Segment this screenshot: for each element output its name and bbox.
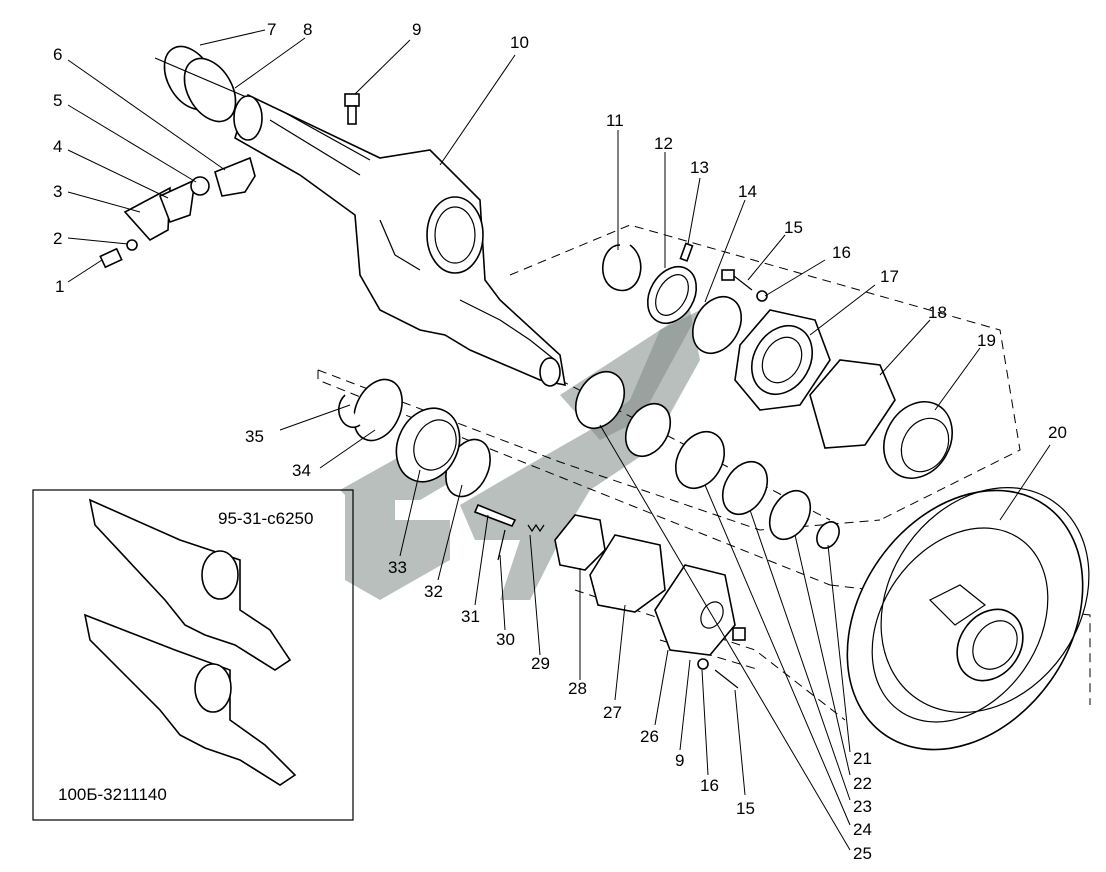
label-12: 12 xyxy=(654,134,673,153)
label-16: 16 xyxy=(832,243,851,262)
label-15-bottom: 15 xyxy=(736,799,755,818)
label-32: 32 xyxy=(424,582,443,601)
label-4: 4 xyxy=(53,137,62,156)
small-parts-29-31 xyxy=(473,503,545,561)
label-22: 22 xyxy=(853,774,872,793)
label-17: 17 xyxy=(880,267,899,286)
label-26: 26 xyxy=(640,727,659,746)
label-13: 13 xyxy=(690,158,709,177)
gasket-14 xyxy=(691,295,743,355)
label-20: 20 xyxy=(1048,423,1067,442)
label-11: 11 xyxy=(606,111,624,130)
seal-12 xyxy=(646,265,698,325)
inset-label-top: 95-31-с6250 xyxy=(218,509,313,528)
bolt-9-top xyxy=(344,93,360,125)
label-18: 18 xyxy=(928,303,947,322)
inset-box xyxy=(32,489,354,821)
hub-20 xyxy=(846,487,1090,751)
bolt-15-16-top xyxy=(721,269,768,302)
rings-21-25 xyxy=(574,370,840,549)
label-19: 19 xyxy=(977,331,996,350)
ring-11 xyxy=(602,244,642,292)
gasket-27 xyxy=(589,534,666,613)
label-10: 10 xyxy=(510,33,529,52)
label-30: 30 xyxy=(496,630,515,649)
label-31: 31 xyxy=(461,607,480,626)
label-34: 34 xyxy=(292,461,311,480)
gasket-18 xyxy=(809,359,896,449)
label-8: 8 xyxy=(303,20,312,39)
knuckle-10 xyxy=(233,93,566,387)
label-2: 2 xyxy=(53,229,62,248)
label-23: 23 xyxy=(853,797,872,816)
inset-knuckle-bottom xyxy=(83,613,297,786)
rings-34-35 xyxy=(338,378,403,442)
inset-knuckle-top xyxy=(88,498,292,671)
label-9: 9 xyxy=(412,20,421,39)
ring-7-8 xyxy=(154,45,266,123)
label-16-bottom: 16 xyxy=(700,776,719,795)
label-3: 3 xyxy=(53,182,62,201)
flange-17 xyxy=(734,309,831,411)
label-21: 21 xyxy=(853,749,872,768)
label-7: 7 xyxy=(267,20,276,39)
label-28: 28 xyxy=(568,679,587,698)
bearing-33 xyxy=(395,407,461,483)
label-27: 27 xyxy=(603,703,622,722)
bolt-9-16-15-bottom xyxy=(697,627,746,689)
label-15: 15 xyxy=(784,218,803,237)
label-6: 6 xyxy=(53,45,62,64)
label-29: 29 xyxy=(531,654,550,673)
label-33: 33 xyxy=(388,558,407,577)
label-1: 1 xyxy=(55,277,64,296)
inset-label-bottom: 100Б-3211140 xyxy=(58,785,167,804)
housing-28 xyxy=(554,514,606,571)
label-9-bottom: 9 xyxy=(675,751,684,770)
label-5: 5 xyxy=(53,91,62,110)
cap-26 xyxy=(654,564,736,656)
pin-13 xyxy=(679,242,694,262)
label-14: 14 xyxy=(738,182,757,201)
part-number-labels: 1 2 3 4 5 6 7 8 9 10 11 12 13 14 15 16 1… xyxy=(53,20,1067,863)
small-parts-1-6 xyxy=(99,156,256,269)
label-25: 25 xyxy=(853,844,872,863)
leader-lines xyxy=(67,29,1051,851)
label-24: 24 xyxy=(853,820,872,839)
label-35: 35 xyxy=(245,427,264,446)
